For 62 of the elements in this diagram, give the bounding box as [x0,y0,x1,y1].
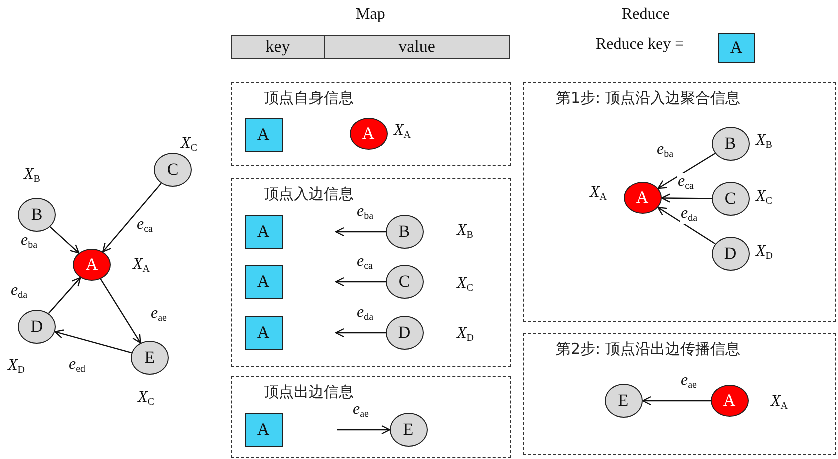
vertex-circle: E [131,341,169,375]
arrow [335,328,386,338]
arrow [658,153,716,190]
arrow [337,425,391,435]
vertex-circle: C [386,264,424,298]
vertex-circle: B [712,126,750,160]
key-square: A [244,412,282,446]
key-square: A [244,214,282,248]
arrow [642,396,711,406]
arrow [661,194,712,203]
variable-label: X$_{A}$ [590,184,608,203]
panel-heading: 第2步: 顶点沿出边传播信息 [556,340,740,359]
variable-label: X$_{C}$ [457,275,474,294]
variable-label: X$_{A}$ [133,256,150,275]
panel-heading: 第1步: 顶点沿入边聚合信息 [556,89,740,108]
variable-label: Reduce key = [596,36,684,54]
key-square: A [244,264,282,298]
vertex-circle: E [604,384,642,418]
variable-label: X$_{D}$ [8,357,26,376]
variable-label: X$_{C}$ [138,389,154,408]
arrow [100,278,142,344]
arrow [50,226,80,254]
dashed-panel [231,376,511,458]
variable-label: X$_{D}$ [457,325,474,344]
panel-heading: 顶点入边信息 [264,185,354,204]
variable-label: X$_{B}$ [24,166,40,185]
vertex-circle: B [386,214,424,248]
vertex-circle: D [18,310,56,344]
key-square: A [718,33,755,63]
vertex-circle: A [710,384,748,416]
arrow [102,183,162,253]
arrow [658,207,716,245]
arrow [335,277,386,287]
vertex-circle: D [386,316,424,350]
variable-label: X$_{C}$ [181,135,198,154]
arrow [335,227,386,237]
vertex-circle: C [712,182,750,216]
key-square: A [244,316,282,350]
variable-label: X$_{B}$ [457,222,474,241]
section-title: Map [356,6,386,24]
vertex-circle: A [350,118,388,150]
variable-label: X$_{B}$ [756,132,772,151]
vertex-circle: B [18,198,56,232]
section-title: Reduce [622,6,670,24]
panel-heading: 顶点出边信息 [264,383,354,402]
variable-label: X$_{C}$ [756,188,772,207]
dashed-panel [231,82,511,166]
vertex-circle: A [73,249,111,281]
variable-label: X$_{D}$ [756,243,774,262]
panel-heading: 顶点自身信息 [264,89,354,108]
variable-label: X$_{A}$ [394,122,412,141]
table-header-cell: key [231,35,325,59]
vertex-circle: D [712,236,750,270]
vertex-circle: C [154,153,192,187]
table-header-cell: value [324,35,510,59]
arrow [48,277,82,314]
variable-label: X$_{A}$ [771,393,788,412]
vertex-circle: A [624,182,662,214]
key-square: A [244,118,282,152]
arrow [54,330,132,354]
vertex-circle: E [390,412,428,446]
edge-label: e$_{ca}$ [677,173,695,192]
